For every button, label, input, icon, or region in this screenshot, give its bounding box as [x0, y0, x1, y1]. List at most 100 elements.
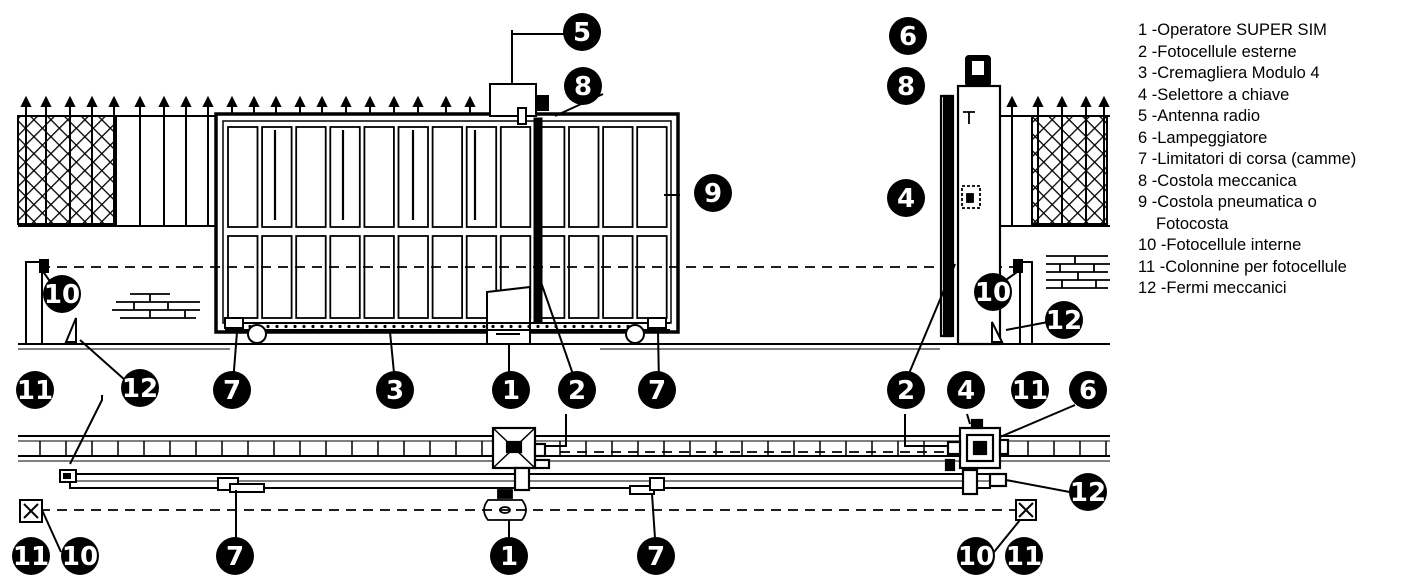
fence-spike-tip: [340, 95, 352, 107]
rack-tooth: [518, 324, 522, 329]
fence-spike-tip: [1098, 95, 1110, 107]
rack-tooth: [293, 324, 297, 329]
callout-number: 7: [647, 542, 665, 572]
rack-tooth: [266, 324, 270, 329]
gate-panel-lower: [329, 235, 361, 319]
callout-badge-circle: [563, 13, 601, 51]
callout-badge: 11: [16, 371, 54, 409]
fence-spike-tip: [108, 95, 120, 107]
callout-badge-circle: [43, 275, 81, 313]
callout-badge-circle: [1045, 301, 1083, 339]
mechanical-stop-left: [64, 317, 77, 343]
rack-tooth: [383, 324, 387, 329]
legend-entry-rack: 3 -Cremagliera Modulo 4: [1138, 64, 1320, 82]
callout-badge: 8: [564, 67, 602, 105]
legend-entry-limit-cams: 7 -Limitatori di corsa (camme): [1138, 150, 1357, 168]
plan-limit-cams: [217, 477, 665, 495]
rack-tooth: [491, 324, 495, 329]
rack-tooth: [464, 324, 468, 329]
fence-spike-tip: [248, 95, 260, 107]
rack-tooth: [419, 324, 423, 329]
callout-number: 10: [62, 542, 98, 572]
callout-number: 12: [122, 374, 158, 404]
rack-tooth: [617, 324, 621, 329]
rack-tooth: [563, 324, 567, 329]
rack-tooth: [500, 324, 504, 329]
left-fence: [17, 115, 215, 227]
rack-tooth: [275, 324, 279, 329]
gate-panel-lower: [602, 235, 634, 319]
rack-tooth: [536, 324, 540, 329]
gate-panel-upper: [431, 126, 464, 228]
fence-spike-tip: [412, 95, 424, 107]
callout-number: 4: [897, 184, 915, 214]
fence-spike-tip: [464, 95, 476, 107]
callout-badge-circle: [957, 537, 995, 575]
gate-panel-upper: [329, 126, 361, 228]
callout-number: 6: [1079, 376, 1097, 406]
legend-entry-radio-antenna: 5 -Antenna radio: [1138, 107, 1261, 125]
callout-badge: 7: [213, 371, 251, 409]
rack-tooth: [329, 324, 333, 329]
rack-tooth: [392, 324, 396, 329]
rack-tooth: [590, 324, 594, 329]
rack-tooth: [284, 324, 288, 329]
legend: 1 -Operatore SUPER SIM 2 -Fotocellule es…: [1138, 20, 1418, 300]
key-selector-front: [961, 111, 981, 209]
callout-badge: 7: [637, 537, 675, 575]
legend-entry-pneumatic-edge: 9 -Costola pneumatica o: [1138, 193, 1317, 211]
rack-tooth: [473, 324, 477, 329]
fence-spike-tip: [388, 95, 400, 107]
callout-badge: 6: [1069, 371, 1107, 409]
callout-badge-circle: [1011, 371, 1049, 409]
fence-spike-tip: [440, 95, 452, 107]
rack-tooth: [311, 324, 315, 329]
gate-panel-lower: [568, 235, 600, 319]
brick-wall-right: [1046, 255, 1110, 289]
callout-badge: 2: [558, 371, 596, 409]
legend-entry-internal-photocells: 10 -Fotocellule interne: [1138, 236, 1302, 254]
rack-tooth: [509, 324, 513, 329]
callout-badge: 10: [61, 537, 99, 575]
callout-badge: 4: [947, 371, 985, 409]
fence-spike-tip: [180, 95, 192, 107]
callout-badge-circle: [637, 537, 675, 575]
callout-badge: 3: [376, 371, 414, 409]
rack-tooth: [446, 324, 450, 329]
callout-number: 10: [44, 280, 80, 310]
legend-entry-key-selector: 4 -Selettore a chiave: [1138, 85, 1290, 104]
gate-panel-upper: [295, 126, 327, 228]
callout-badge-circle: [121, 369, 159, 407]
callout-number: 4: [957, 376, 975, 406]
callout-badge-circle: [1005, 537, 1043, 575]
callout-number: 1: [502, 376, 520, 406]
callout-badge: 12: [1069, 473, 1107, 511]
gate-panel-lower: [363, 235, 395, 319]
rack-tooth: [599, 324, 603, 329]
plan-operator-label: [483, 489, 527, 521]
rack-tooth: [401, 324, 405, 329]
fence-spike-tip: [202, 95, 214, 107]
callout-badge: 12: [121, 369, 159, 407]
fence-spike-tip: [226, 95, 238, 107]
left-fence-spikes: [20, 95, 476, 226]
callout-number: 7: [226, 542, 244, 572]
callout-badge-circle: [564, 67, 602, 105]
callout-number: 9: [704, 179, 722, 209]
callout-number: 11: [1006, 542, 1042, 572]
legend-entry-pneumatic-edge-cont: Fotocosta: [1138, 214, 1418, 236]
rack-tooth: [338, 324, 342, 329]
rack-tooth: [455, 324, 459, 329]
gate-panel-upper: [397, 126, 429, 228]
callout-badge: 11: [1011, 371, 1049, 409]
callout-badge-circle: [1069, 371, 1107, 409]
limit-cams-front: [224, 317, 667, 329]
rack-tooth: [527, 324, 531, 329]
callout-badge-circle: [889, 17, 927, 55]
legend-entry-fotocosta: Fotocosta: [1156, 214, 1229, 233]
callout-number: 7: [648, 376, 666, 406]
fence-spike-tip: [364, 95, 376, 107]
legend-entry-operator: 1 -Operatore SUPER SIM: [1138, 21, 1327, 39]
gate-panel-upper: [363, 126, 395, 228]
